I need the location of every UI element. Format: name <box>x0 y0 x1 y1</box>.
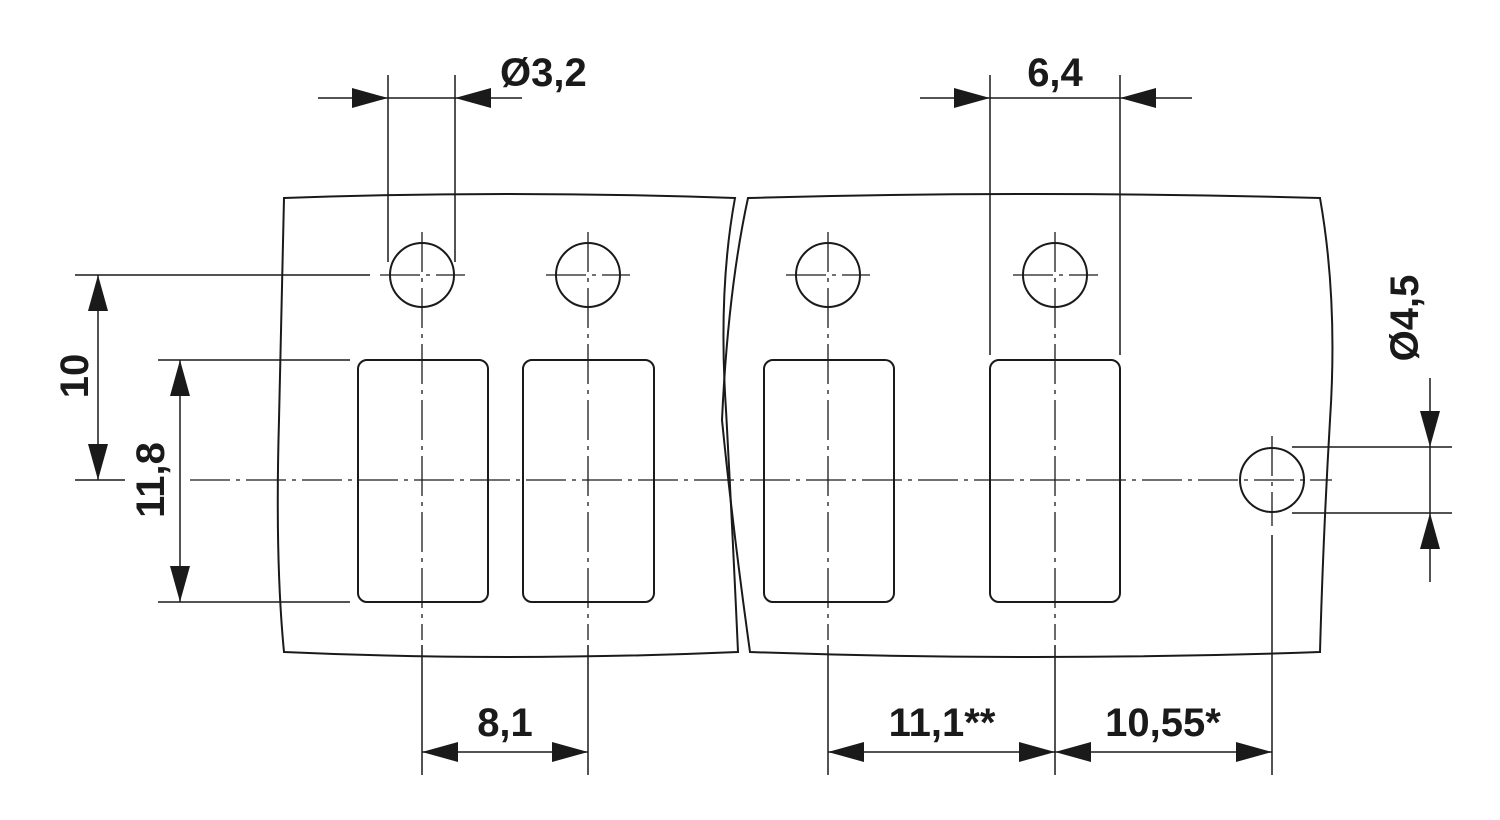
pad-3 <box>763 359 895 603</box>
dim-right-hole-width: 6,4 <box>920 51 1192 108</box>
dim-bottom-left-pitch: 8,1 <box>422 701 588 762</box>
dim-label-bottom-middle-pitch: 11,1** <box>889 701 996 745</box>
dim-label-left-hole-diameter: Ø3,2 <box>500 51 587 95</box>
dim-vertical-hole-to-axis: 10 <box>53 275 108 480</box>
dim-bottom-middle-pitch: 11,1** <box>828 701 1055 762</box>
right-panel-outline <box>720 193 1334 658</box>
dim-label-right-hole-width: 6,4 <box>1027 51 1083 95</box>
dim-bottom-right-pitch: 10,55* <box>1055 701 1272 762</box>
dim-label-vertical-pad-height: 11,8 <box>129 442 173 518</box>
dim-label-vertical-hole-to-axis: 10 <box>53 354 97 399</box>
dim-label-bottom-right-pitch: 10,55* <box>1105 701 1221 745</box>
dim-label-bottom-left-pitch: 8,1 <box>477 701 533 745</box>
left-panel-outline <box>276 193 740 658</box>
dim-left-hole-diameter: Ø3,2 <box>318 51 587 108</box>
dim-label-side-hole-diameter: Ø4,5 <box>1383 275 1427 362</box>
dim-vertical-pad-height: 11,8 <box>129 360 190 602</box>
pad-1 <box>357 359 489 603</box>
dim-side-hole-diameter: Ø4,5 <box>1383 275 1440 582</box>
